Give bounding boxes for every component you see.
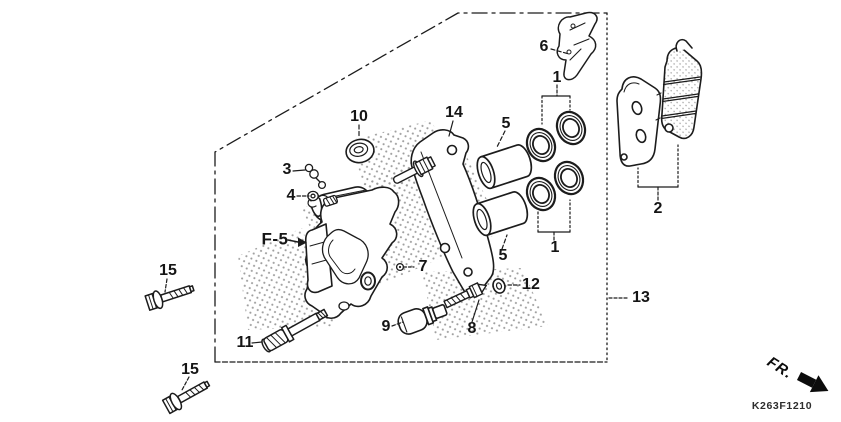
brake-pad-right bbox=[660, 38, 703, 140]
pad-retainer bbox=[556, 11, 598, 81]
pin-boot bbox=[345, 138, 375, 164]
fr-direction-arrow bbox=[796, 371, 829, 393]
pin-bolt bbox=[261, 308, 329, 353]
caliper-body bbox=[304, 186, 400, 320]
caliper-bracket bbox=[410, 129, 495, 296]
valve-cap bbox=[492, 278, 506, 294]
bleeder-cap bbox=[397, 304, 448, 335]
piston-seal-set bbox=[525, 110, 587, 212]
piston-lower bbox=[472, 191, 529, 237]
flange-bolt-lower bbox=[161, 380, 211, 415]
flange-bolt-upper bbox=[144, 285, 195, 311]
view-boundary bbox=[214, 12, 608, 363]
piston-upper bbox=[476, 144, 533, 190]
brake-pad-left bbox=[616, 76, 662, 167]
pad-clip bbox=[304, 163, 327, 190]
bleed-valve bbox=[443, 282, 488, 309]
small-pin bbox=[395, 262, 405, 272]
bracket-slide-pin bbox=[392, 156, 436, 184]
spring-clip bbox=[307, 190, 339, 208]
leader-lines bbox=[164, 48, 679, 391]
diagram-code: K263F1210 bbox=[751, 399, 813, 412]
